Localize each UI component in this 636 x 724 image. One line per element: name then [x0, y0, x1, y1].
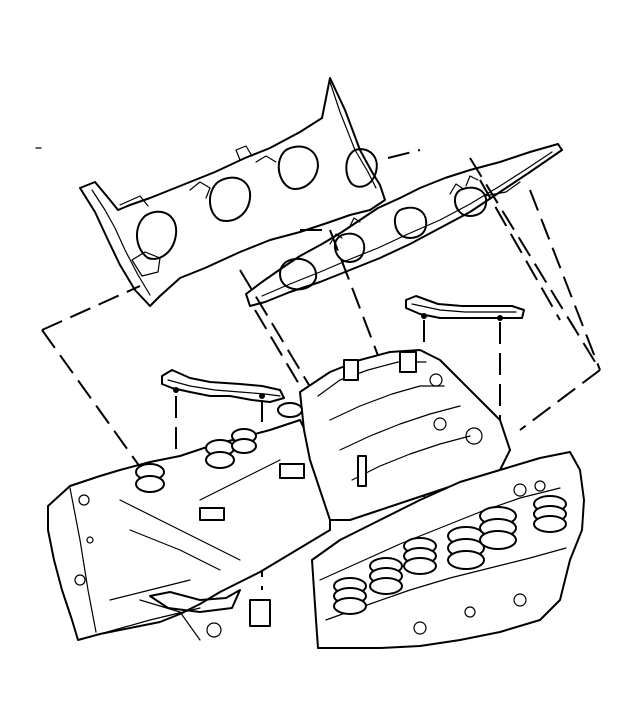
left-valve-train — [119, 402, 305, 571]
right-valve-train — [333, 480, 567, 615]
upper-gasket-left — [79, 77, 386, 307]
lower-gasket-left — [161, 369, 285, 403]
engine-block — [47, 349, 585, 649]
lower-gasket-right — [405, 295, 525, 321]
upper-gasket-right — [245, 143, 563, 307]
